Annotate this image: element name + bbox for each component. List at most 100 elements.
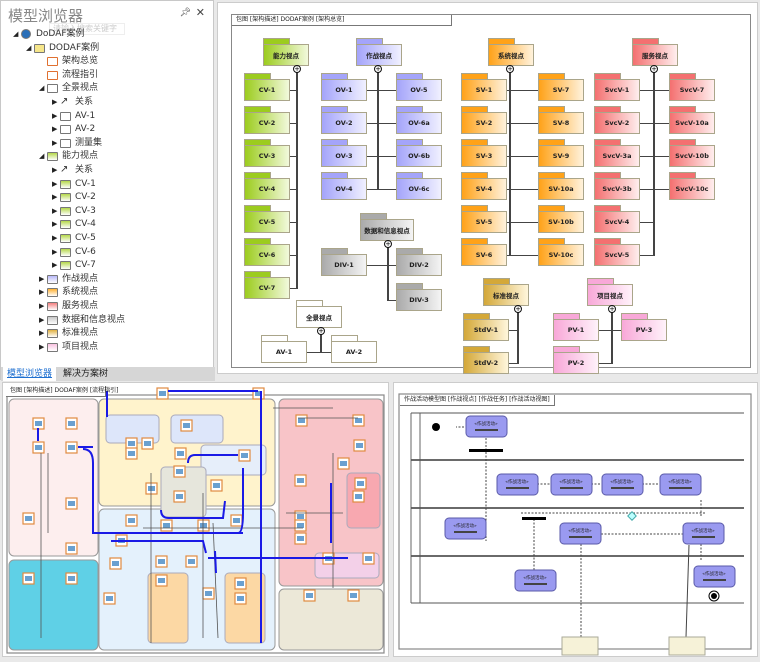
expand-arrow-icon[interactable]: ▶ [52,234,58,242]
view-package[interactable]: OV-2 [321,112,367,134]
tree-item[interactable]: ▶CV-4 [1,218,211,231]
tree-item[interactable]: ▶CV-6 [1,246,211,259]
expand-arrow-icon[interactable]: ▶ [52,125,58,134]
viewpoint-package[interactable]: 服务视点 [632,44,678,66]
viewpoint-package[interactable]: 系统视点 [488,44,534,66]
tree-item[interactable]: ▶系统视点 [1,286,211,299]
tree-item[interactable]: ◢DODAF案例 [1,42,211,55]
expand-arrow-icon[interactable]: ▶ [39,315,45,324]
tree-item[interactable]: ◢能力视点 [1,150,211,163]
view-package[interactable]: CV-4 [244,178,290,200]
tree-item[interactable]: ▶CV-2 [1,191,211,204]
tree-item[interactable]: ▶AV-1 [1,110,211,123]
tree-item[interactable]: ▶↗关系 [1,96,211,109]
tree-item[interactable]: ▶CV-5 [1,232,211,245]
viewpoint-package[interactable]: 项目视点 [587,284,633,306]
view-package[interactable]: StdV-2 [463,352,509,374]
view-package[interactable]: SvcV-10a [669,112,715,134]
view-package[interactable]: SV-5 [461,211,507,233]
viewpoint-package[interactable]: 全景视点 [296,306,342,328]
expand-arrow-icon[interactable]: ▶ [52,138,58,147]
tree-item[interactable]: ▶标准视点 [1,327,211,340]
view-package[interactable]: SvcV-3b [594,178,640,200]
tab-solution-tree[interactable]: 解决方案树 [63,369,109,379]
tree-item[interactable]: ▶AV-2 [1,123,211,136]
tree-item[interactable]: 架构总览 [1,55,211,68]
view-package[interactable]: SV-7 [538,79,584,101]
view-package[interactable]: SvcV-5 [594,244,640,266]
view-package[interactable]: SV-8 [538,112,584,134]
expand-arrow-icon[interactable]: ▶ [52,98,58,106]
view-package[interactable]: OV-6a [396,112,442,134]
view-package[interactable]: AV-2 [331,341,377,363]
tree-item[interactable]: ▶服务视点 [1,300,211,313]
tree-item[interactable]: ▶CV-1 [1,178,211,191]
view-package[interactable]: SvcV-2 [594,112,640,134]
view-package[interactable]: SV-10a [538,178,584,200]
pin-icon[interactable]: 📌︎ [179,8,191,18]
expand-arrow-icon[interactable]: ▶ [39,302,45,310]
view-package[interactable]: PV-3 [621,319,667,341]
collapse-arrow-icon[interactable]: ◢ [39,84,45,93]
tree-item[interactable]: ▶测量集 [1,137,211,150]
view-package[interactable]: OV-3 [321,145,367,167]
view-package[interactable]: SV-6 [461,244,507,266]
view-package[interactable]: CV-3 [244,145,290,167]
tree-item[interactable]: ▶CV-7 [1,259,211,272]
tree-item[interactable]: ▶项目视点 [1,341,211,354]
view-package[interactable]: PV-1 [553,319,599,341]
view-package[interactable]: OV-6c [396,178,442,200]
view-package[interactable]: SvcV-7 [669,79,715,101]
search-input[interactable]: 请输入搜索关键字 [49,23,125,35]
expand-arrow-icon[interactable]: ▶ [52,220,58,229]
view-package[interactable]: StdV-1 [463,319,509,341]
view-package[interactable]: DIV-1 [321,254,367,276]
view-package[interactable]: SvcV-3a [594,145,640,167]
view-package[interactable]: SvcV-10c [669,178,715,200]
view-package[interactable]: CV-2 [244,112,290,134]
view-package[interactable]: OV-6b [396,145,442,167]
view-package[interactable]: CV-7 [244,277,290,299]
tree-item[interactable]: ◢全景视点 [1,82,211,95]
expand-arrow-icon[interactable]: ▶ [52,193,58,202]
tree-item[interactable]: ◢DoDAF案例 [1,28,211,41]
tab-model-browser[interactable]: 模型浏览器 [3,367,57,381]
tree-item[interactable]: ▶作战视点 [1,273,211,286]
view-package[interactable]: OV-1 [321,79,367,101]
collapse-arrow-icon[interactable]: ◢ [39,152,45,161]
view-package[interactable]: SvcV-10b [669,145,715,167]
view-package[interactable]: SvcV-1 [594,79,640,101]
view-package[interactable]: SV-4 [461,178,507,200]
expand-arrow-icon[interactable]: ▶ [52,206,58,215]
viewpoint-package[interactable]: 作战视点 [356,44,402,66]
view-package[interactable]: SvcV-4 [594,211,640,233]
viewpoint-package[interactable]: 数据和信息视点 [360,219,414,241]
expand-arrow-icon[interactable]: ▶ [39,274,45,283]
view-package[interactable]: AV-1 [261,341,307,363]
viewpoint-package[interactable]: 能力视点 [263,44,309,66]
view-package[interactable]: DIV-3 [396,289,442,311]
tree-item[interactable]: ▶CV-3 [1,205,211,218]
collapse-arrow-icon[interactable]: ◢ [13,30,19,38]
view-package[interactable]: DIV-2 [396,254,442,276]
tree-item[interactable]: ▶↗关系 [1,164,211,177]
expand-arrow-icon[interactable]: ▶ [52,111,58,120]
view-package[interactable]: SV-9 [538,145,584,167]
expand-arrow-icon[interactable]: ▶ [52,261,58,270]
view-package[interactable]: SV-10c [538,244,584,266]
view-package[interactable]: SV-1 [461,79,507,101]
expand-arrow-icon[interactable]: ▶ [52,179,58,188]
expand-arrow-icon[interactable]: ▶ [39,342,45,351]
expand-arrow-icon[interactable]: ▶ [39,329,45,338]
viewpoint-package[interactable]: 标准视点 [483,284,529,306]
tree-item[interactable]: ▶数据和信息视点 [1,314,211,327]
collapse-arrow-icon[interactable]: ◢ [26,43,32,52]
view-package[interactable]: OV-4 [321,178,367,200]
view-package[interactable]: CV-1 [244,79,290,101]
tree-item[interactable]: 流程指引 [1,69,211,82]
expand-arrow-icon[interactable]: ▶ [52,247,58,256]
expand-arrow-icon[interactable]: ▶ [39,288,45,297]
view-package[interactable]: PV-2 [553,352,599,374]
view-package[interactable]: CV-5 [244,211,290,233]
expand-arrow-icon[interactable]: ▶ [52,166,58,174]
